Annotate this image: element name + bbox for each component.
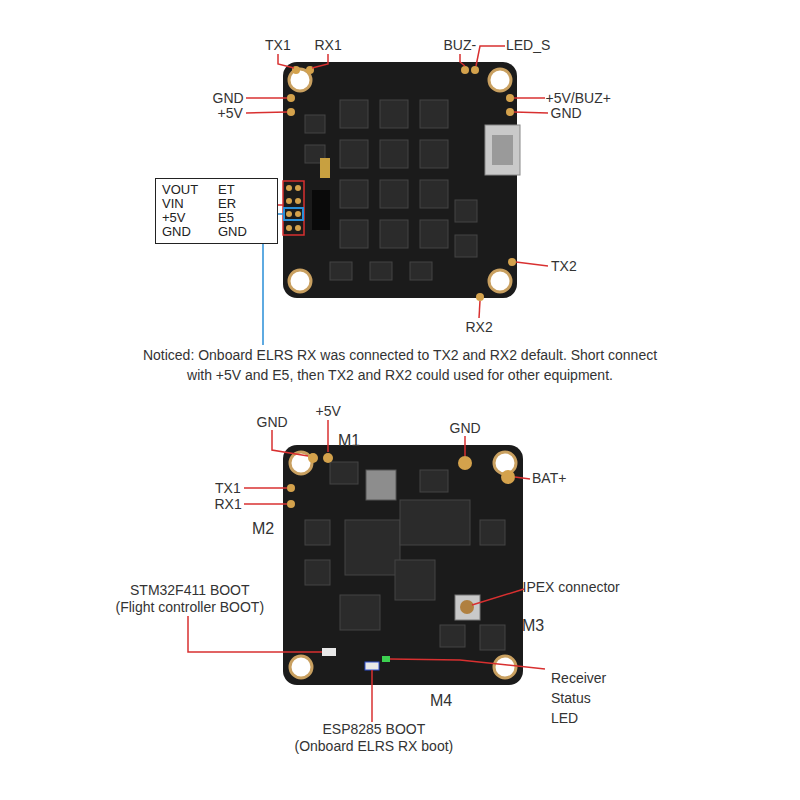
leader-lines (188, 420, 545, 722)
leader-lines (246, 46, 548, 318)
pin-label: (Onboard ELRS RX boot) (295, 738, 454, 755)
pin-label: M4 (430, 692, 452, 709)
pin-label: IPEX connector (523, 579, 620, 596)
pin-label: GND (257, 414, 288, 431)
pin-label: BUZ- (444, 37, 477, 54)
bottom-board (283, 445, 523, 685)
pin-label: LED_S (506, 37, 550, 54)
pin-label: RX2 (466, 319, 493, 336)
pin-label: M1 (338, 432, 360, 449)
pin-label: STM32F411 BOOT (130, 582, 250, 599)
table-cell: +5V (162, 211, 218, 225)
pin-label: GND (213, 90, 244, 107)
pin-label: M3 (522, 617, 544, 634)
pin-label: +5V/BUZ+ (546, 90, 611, 107)
pin-label: (Flight controller BOOT) (116, 599, 265, 616)
pin-label: GND (551, 105, 582, 122)
table-cell: VOUT (162, 183, 218, 197)
table-cell: E5 (218, 211, 274, 225)
table-cell: GND (218, 225, 274, 239)
table-cell: ER (218, 197, 274, 211)
top-board (283, 62, 520, 301)
pin-label: M2 (252, 520, 274, 537)
pin-label: BAT+ (532, 470, 566, 487)
pin-label: Noticed: Onboard ELRS RX was connected t… (138, 345, 663, 385)
table-cell: VIN (162, 197, 218, 211)
pin-label: +5V (316, 403, 341, 420)
pin-label: TX2 (551, 258, 577, 275)
table-cell: GND (162, 225, 218, 239)
table-cell: ET (218, 183, 274, 197)
pin-label: ESP8285 BOOT (323, 721, 426, 738)
pin-label: TX1 (265, 37, 291, 54)
pin-label: RX1 (215, 496, 242, 513)
pin-label: TX1 (215, 480, 241, 497)
pin-label: GND (450, 420, 481, 437)
pin-label: RX1 (315, 37, 342, 54)
pin-label: +5V (218, 105, 243, 122)
pin-label: Receiver Status LED (551, 668, 611, 728)
pin-table: VOUTETVINER+5VE5GNDGND (155, 178, 278, 244)
